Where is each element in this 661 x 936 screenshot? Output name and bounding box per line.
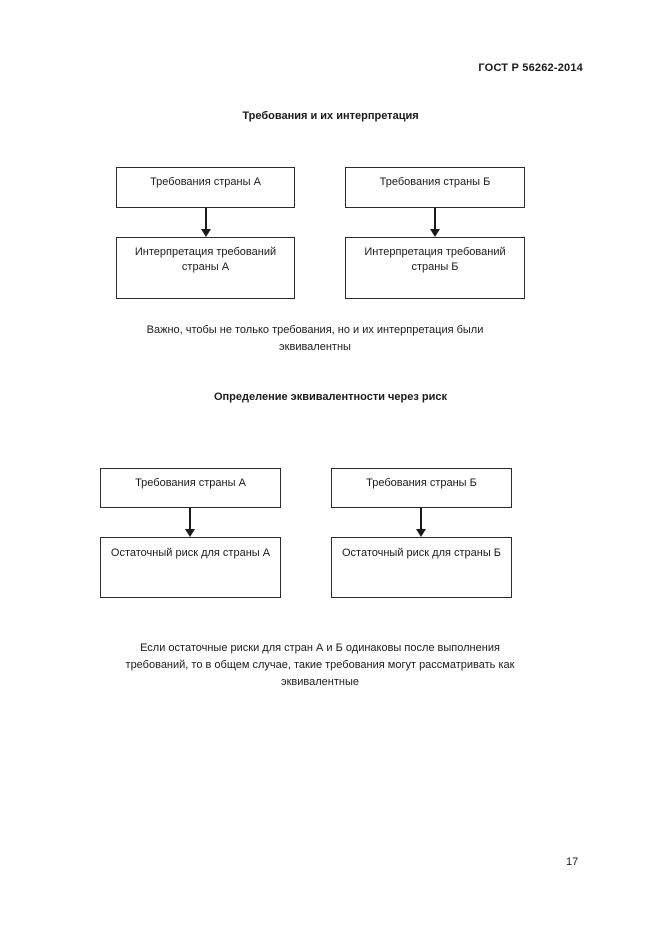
box-requirements-country-b-2: Требования страны Б <box>331 468 512 508</box>
box-residual-risk-country-b: Остаточный риск для страны Б <box>331 537 512 598</box>
page-number: 17 <box>566 856 579 868</box>
flow-arrow-icon <box>201 208 211 237</box>
caption-risk-equivalence: Если остаточные риски для стран А и Б од… <box>125 642 515 688</box>
caption-interpretation-equivalence: Важно, чтобы не только требования, но и … <box>146 324 484 353</box>
document-header: ГОСТ Р 56262-2014 <box>478 62 583 74</box>
box-residual-risk-country-a: Остаточный риск для страны А <box>100 537 281 598</box>
box-requirements-country-a: Требования страны А <box>116 167 295 208</box>
box-interpretation-country-a: Интерпретация требований страны А <box>116 237 295 299</box>
figure-title-interpretation: Требования и их интерпретация <box>242 110 419 122</box>
flow-arrow-icon <box>416 508 426 537</box>
box-interpretation-country-b: Интерпретация требований страны Б <box>345 237 525 299</box>
box-requirements-country-b: Требования страны Б <box>345 167 525 208</box>
flow-arrow-icon <box>185 508 195 537</box>
box-requirements-country-a-2: Требования страны А <box>100 468 281 508</box>
flow-arrow-icon <box>430 208 440 237</box>
figure-title-risk-equivalence: Определение эквивалентности через риск <box>213 391 448 403</box>
